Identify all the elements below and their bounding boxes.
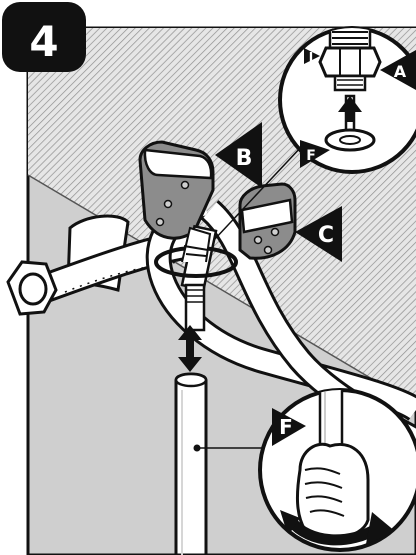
callout-f-main-arrow	[272, 408, 306, 446]
callout-b	[215, 122, 262, 188]
label-a: A	[394, 62, 407, 81]
label-b: B	[236, 146, 253, 171]
bracket-b	[138, 140, 215, 240]
callout-c	[295, 206, 342, 262]
label-f-main: F	[279, 415, 293, 439]
push-pull-arrow	[178, 325, 202, 372]
hand	[295, 442, 370, 541]
bracket-c	[238, 182, 297, 260]
label-f-top-inset: F	[306, 148, 316, 164]
label-c: C	[318, 223, 334, 248]
large-tube	[174, 372, 262, 555]
leader-f-top	[213, 145, 303, 241]
step-badge	[2, 2, 86, 72]
callout-a-arrow	[380, 50, 416, 90]
step-number: 4	[29, 17, 58, 66]
callout-f-top-arrow	[300, 140, 330, 168]
central-fitting	[154, 224, 238, 292]
bottom-inset	[258, 388, 416, 552]
callout-i-arrow	[304, 48, 320, 64]
label-i: I	[309, 50, 313, 64]
thin-tube	[184, 283, 206, 332]
top-inset	[278, 26, 416, 174]
